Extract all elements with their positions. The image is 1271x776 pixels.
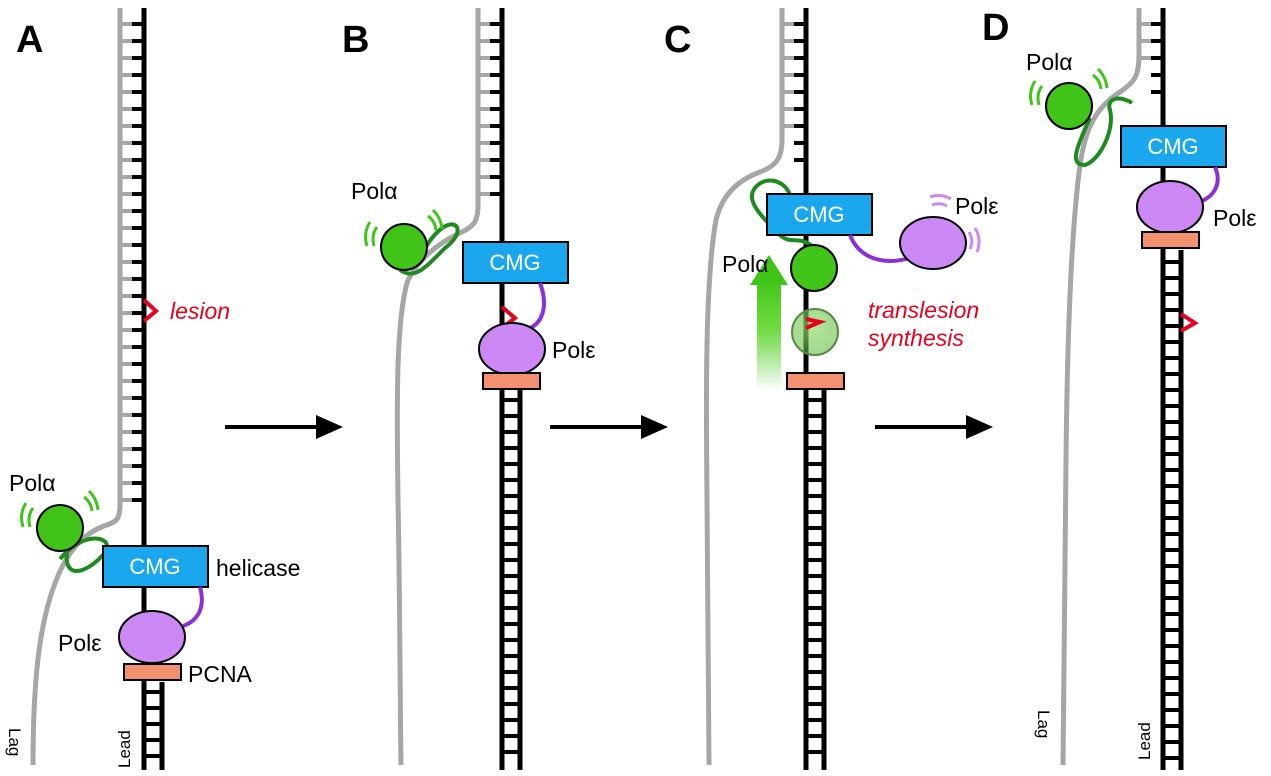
panel-b-pol-epsilon — [478, 322, 546, 376]
panel-b-gray-rungs — [478, 22, 502, 196]
panel-c: C translesion synthesis Polα CMG Polε — [664, 8, 999, 770]
panel-b-pol-alpha — [380, 223, 428, 271]
panel-a-gray-rungs — [120, 22, 144, 502]
panel-c-label: C — [664, 19, 691, 61]
panel-c-pol-epsilon — [899, 216, 967, 270]
panel-c-pol-alpha-label: Polα — [722, 251, 769, 277]
panel-a-cmg-label: CMG — [129, 554, 180, 579]
panel-b: B Polα CMG Polε — [342, 8, 596, 770]
panel-b-pol-alpha-label: Polα — [351, 178, 398, 204]
panel-b-pol-epsilon-linker — [519, 282, 546, 332]
panel-a-label: A — [16, 19, 43, 61]
panel-a-lower-rungs — [144, 690, 162, 758]
panel-d-pol-epsilon — [1136, 180, 1204, 234]
panel-b-pcna — [482, 372, 541, 390]
panel-b-label: B — [342, 19, 369, 61]
right-arrow-icon — [875, 415, 993, 439]
panel-c-cmg-box — [766, 193, 873, 236]
panel-a-lead-label: Lead — [115, 730, 134, 768]
panel-d-lead-label: Lead — [1135, 722, 1154, 760]
panel-c-gray-rungs — [782, 22, 806, 162]
motion-lines-icon — [929, 193, 981, 253]
panel-b-pol-alpha-linker — [398, 222, 460, 276]
panel-d-pcna — [1141, 231, 1200, 249]
panel-a-pol-alpha — [36, 504, 84, 552]
panel-b-cmg-box — [462, 241, 569, 284]
panel-a-lesion-mark — [142, 298, 160, 323]
panel-b-pol-epsilon-label: Polε — [552, 337, 596, 363]
panel-b-cmg-label: CMG — [489, 250, 540, 275]
motion-lines-icon — [20, 489, 100, 528]
panel-d-lower-rungs — [1163, 260, 1181, 760]
panel-c-pol-alpha — [790, 244, 838, 292]
panel-d: D Polα CMG Polε Lag Lead — [982, 7, 1257, 770]
panel-c-pcna — [786, 372, 845, 390]
motion-lines-icon — [364, 208, 444, 247]
panel-a-lag-label: Lag — [5, 728, 24, 756]
panel-d-lag-label: Lag — [1034, 710, 1053, 738]
panel-c-pol-epsilon-label: Polε — [955, 193, 999, 219]
panel-c-pol-epsilon-linker — [848, 234, 911, 263]
panel-c-lesion-mark — [805, 317, 827, 330]
panel-d-cmg-label: CMG — [1147, 134, 1198, 159]
panel-d-label: D — [982, 7, 1009, 49]
panel-d-pol-epsilon-label: Polε — [1213, 205, 1257, 231]
panel-a-pcna — [123, 663, 182, 681]
panel-d-cmg-box — [1120, 125, 1227, 168]
panel-d-pol-alpha — [1045, 82, 1093, 130]
panel-a-helicase-label: helicase — [216, 555, 300, 581]
panel-a-lesion-label: lesion — [170, 298, 230, 324]
panel-c-lower-rungs — [806, 398, 824, 754]
panel-d-lesion-mark — [1179, 312, 1199, 333]
panel-c-pol-alpha-ghost — [791, 308, 839, 356]
panel-a-pol-alpha-label: Polα — [9, 470, 56, 496]
right-arrow-icon — [225, 415, 343, 439]
panel-a-pol-epsilon-label: Polε — [58, 630, 102, 656]
panel-c-tls-label-line1: translesion — [868, 297, 979, 323]
panel-c-pol-alpha-linker — [749, 178, 815, 249]
panel-a: A lesion Polα CMG helicase Polε PCNA Lag… — [5, 8, 300, 770]
panel-a-pcna-label: PCNA — [188, 661, 253, 687]
panel-a-pol-epsilon-linker — [182, 586, 204, 628]
motion-lines-icon — [1029, 67, 1109, 106]
up-gradient-arrow-icon — [757, 278, 781, 390]
panel-d-pol-alpha-linker — [1073, 96, 1134, 168]
panel-a-pol-epsilon — [118, 610, 186, 664]
panel-c-cmg-label: CMG — [793, 202, 844, 227]
panel-a-cmg-box — [102, 545, 209, 588]
panel-d-gray-rungs — [1139, 22, 1163, 94]
panel-d-pol-alpha-label: Polα — [1026, 49, 1073, 75]
right-arrow-icon — [550, 415, 668, 439]
panel-b-lower-rungs — [502, 398, 520, 754]
panel-c-tls-label-line2: synthesis — [868, 325, 964, 351]
